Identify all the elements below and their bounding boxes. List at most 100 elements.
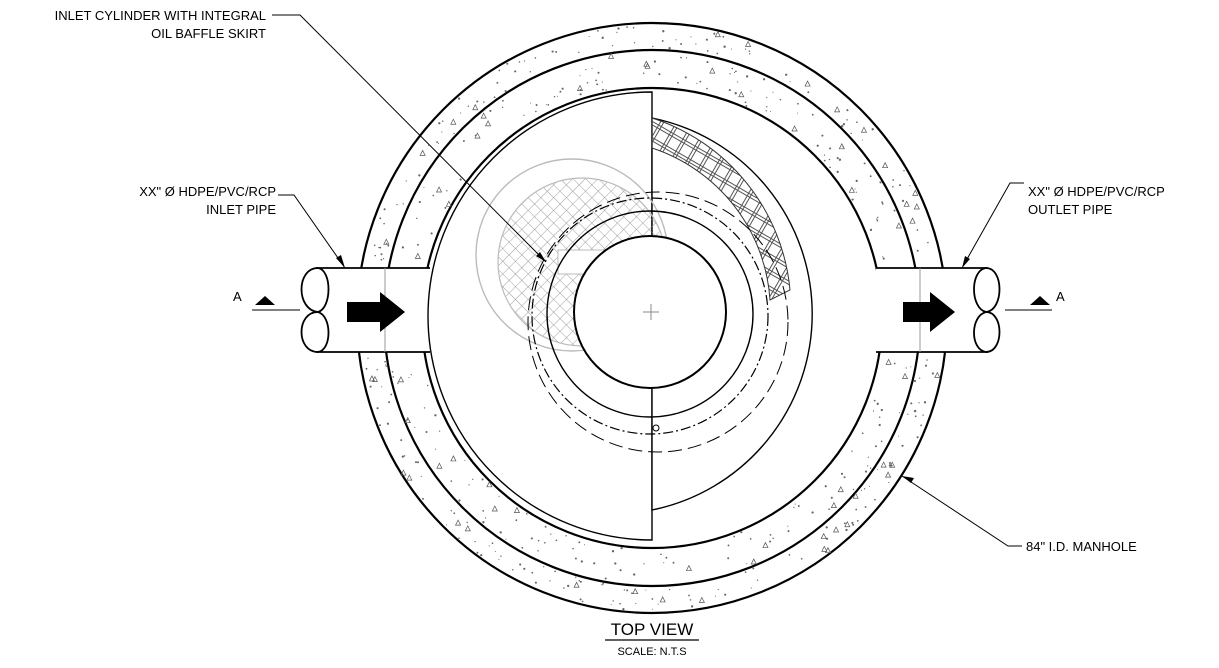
concrete-speckle: [574, 557, 577, 560]
concrete-speckle: [733, 535, 736, 538]
concrete-speckle: [880, 440, 883, 443]
concrete-speckle: [660, 553, 662, 556]
concrete-speckle: [596, 83, 599, 86]
concrete-speckle: [658, 73, 661, 76]
concrete-speckle: [863, 162, 866, 165]
concrete-speckle: [616, 31, 618, 33]
concrete-speckle: [864, 506, 867, 508]
concrete-speckle: [709, 67, 716, 74]
concrete-speckle: [619, 569, 622, 572]
concrete-speckle: [373, 244, 376, 247]
callout-inlet-pipe-line2: INLET PIPE: [206, 202, 276, 217]
concrete-speckle: [578, 51, 580, 54]
concrete-speckle: [836, 170, 839, 174]
concrete-speckle: [851, 450, 853, 452]
concrete-speckle: [553, 95, 556, 98]
concrete-speckle: [745, 40, 752, 47]
concrete-speckle: [496, 81, 499, 84]
concrete-speckle: [505, 538, 507, 540]
concrete-speckle: [384, 360, 386, 363]
concrete-speckle: [585, 69, 587, 71]
concrete-speckle-texture: [365, 26, 941, 611]
view-title: TOP VIEW: [611, 620, 694, 639]
concrete-speckle: [482, 510, 485, 512]
concrete-speckle: [579, 598, 582, 601]
concrete-speckle: [383, 222, 385, 225]
concrete-speckle: [663, 562, 665, 564]
concrete-speckle: [888, 482, 890, 484]
concrete-speckle: [523, 114, 525, 116]
concrete-speckle: [787, 530, 790, 533]
concrete-speckle: [388, 401, 391, 404]
concrete-speckle: [824, 485, 827, 488]
concrete-speckle: [450, 118, 457, 125]
concrete-speckle: [500, 555, 502, 557]
concrete-speckle: [652, 45, 654, 48]
concrete-speckle: [445, 200, 452, 207]
concrete-speckle: [924, 364, 928, 367]
concrete-speckle: [559, 90, 562, 93]
inlet-flow-arrow-icon: [347, 292, 405, 332]
concrete-speckle: [386, 422, 389, 425]
concrete-speckle: [610, 603, 612, 606]
concrete-speckle: [446, 190, 448, 192]
concrete-speckle: [631, 592, 633, 594]
callout-inlet-cylinder-line2: OIL BAFFLE SKIRT: [151, 26, 266, 41]
concrete-speckle: [499, 531, 502, 534]
concrete-speckle: [910, 402, 913, 405]
concrete-speckle: [845, 528, 848, 532]
concrete-speckle: [844, 520, 851, 528]
concrete-speckle: [843, 522, 846, 525]
concrete-speckle: [903, 200, 910, 207]
concrete-speckle: [749, 538, 752, 540]
concrete-speckle: [706, 61, 709, 64]
concrete-speckle: [856, 520, 859, 522]
concrete-speckle: [474, 540, 476, 543]
concrete-speckle: [901, 444, 904, 447]
concrete-speckle: [651, 598, 654, 600]
concrete-speckle: [514, 70, 517, 73]
concrete-speckle: [695, 43, 697, 45]
concrete-speckle: [734, 92, 737, 95]
concrete-speckle: [684, 76, 687, 79]
concrete-speckle: [905, 367, 907, 369]
concrete-speckle: [405, 180, 407, 182]
concrete-speckle: [851, 521, 854, 524]
concrete-speckle: [365, 367, 368, 370]
concrete-speckle: [909, 185, 911, 187]
concrete-speckle: [722, 35, 725, 38]
concrete-speckle: [675, 39, 677, 41]
concrete-speckle: [890, 464, 893, 467]
concrete-speckle: [436, 186, 443, 193]
concrete-speckle: [554, 570, 556, 573]
concrete-speckle: [380, 253, 383, 256]
concrete-speckle: [903, 169, 905, 172]
concrete-speckle: [689, 599, 692, 601]
concrete-speckle: [714, 30, 721, 38]
concrete-speckle: [460, 112, 462, 114]
concrete-speckle: [406, 474, 413, 481]
concrete-speckle: [622, 608, 625, 611]
concrete-speckle: [895, 222, 902, 229]
concrete-speckle: [749, 53, 751, 55]
concrete-speckle: [415, 217, 418, 220]
concrete-speckle: [878, 423, 881, 427]
concrete-speckle: [913, 379, 917, 383]
concrete-speckle: [769, 534, 772, 536]
concrete-speckle: [856, 121, 858, 124]
concrete-speckle: [555, 50, 558, 53]
concrete-speckle: [580, 560, 583, 563]
concrete-speckle: [401, 455, 404, 458]
concrete-speckle: [912, 189, 919, 196]
inlet-cylinder-assembly: [427, 91, 813, 541]
concrete-speckle: [750, 587, 752, 589]
concrete-speckle: [379, 424, 381, 427]
concrete-speckle: [926, 359, 928, 361]
concrete-speckle: [869, 175, 872, 178]
concrete-speckle: [480, 554, 483, 557]
concrete-speckle: [434, 414, 437, 417]
concrete-speckle: [457, 97, 461, 100]
concrete-speckle: [765, 110, 767, 112]
concrete-speckle: [918, 377, 921, 379]
concrete-speckle: [491, 505, 498, 512]
